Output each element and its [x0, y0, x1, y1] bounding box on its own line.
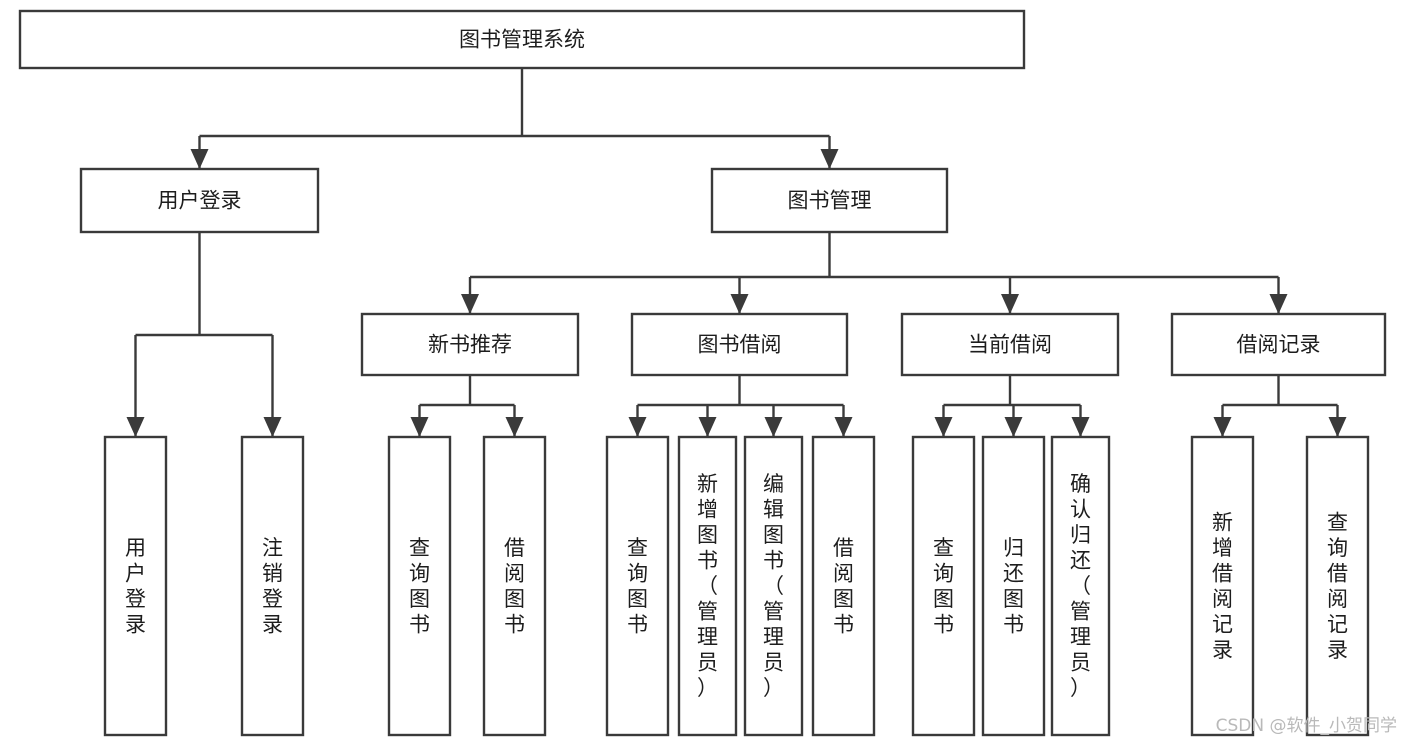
node-leaf-confirm-return[interactable]: 确认归还（管理员）	[1050, 435, 1111, 737]
node-box-leaf-query-record	[1305, 435, 1370, 737]
node-box-root	[18, 9, 1026, 70]
node-leaf-add-book[interactable]: 新增图书（管理员）	[677, 435, 738, 737]
node-box-leaf-return-book	[981, 435, 1046, 737]
node-leaf-return-book[interactable]: 归还图书	[981, 435, 1046, 737]
node-label-leaf-add-record: 新增借阅记录	[1212, 510, 1233, 662]
node-current-borrow[interactable]: 当前借阅	[900, 312, 1120, 377]
node-label-leaf-return-book: 归还图书	[1003, 536, 1024, 637]
node-box-book-management	[710, 167, 949, 234]
node-box-leaf-logout	[240, 435, 305, 737]
node-box-leaf-query-book-bb	[605, 435, 670, 737]
node-new-book-recommend[interactable]: 新书推荐	[360, 312, 580, 377]
node-root[interactable]: 图书管理系统	[18, 9, 1026, 70]
node-box-book-borrow	[630, 312, 849, 377]
node-leaf-query-book-bb[interactable]: 查询图书	[605, 435, 670, 737]
arrow-head-leaf-logout	[263, 417, 282, 437]
node-user-login[interactable]: 用户登录	[79, 167, 320, 234]
node-label-book-management: 图书管理	[788, 189, 872, 213]
arrow-head-leaf-borrow-book-bb	[834, 417, 853, 437]
node-borrow-record[interactable]: 借阅记录	[1170, 312, 1387, 377]
node-label-leaf-logout: 注销登录	[262, 536, 283, 637]
node-label-current-borrow: 当前借阅	[968, 333, 1052, 357]
node-box-leaf-confirm-return	[1050, 435, 1111, 737]
node-label-leaf-query-book-nbr: 查询图书	[409, 536, 430, 637]
arrow-head-book-management	[820, 149, 839, 169]
node-box-leaf-add-record	[1190, 435, 1255, 737]
node-box-borrow-record	[1170, 312, 1387, 377]
node-book-management[interactable]: 图书管理	[710, 167, 949, 234]
node-box-leaf-borrow-book-bb	[811, 435, 876, 737]
node-leaf-add-record[interactable]: 新增借阅记录	[1190, 435, 1255, 737]
arrow-head-borrow-record	[1269, 294, 1288, 314]
node-label-user-login: 用户登录	[158, 189, 242, 213]
node-box-user-login	[79, 167, 320, 234]
node-label-leaf-query-book-bb: 查询图书	[627, 536, 648, 637]
node-box-leaf-borrow-book-nbr	[482, 435, 547, 737]
node-leaf-query-book-cb[interactable]: 查询图书	[911, 435, 976, 737]
node-label-leaf-query-book-cb: 查询图书	[933, 536, 954, 637]
node-box-leaf-edit-book	[743, 435, 804, 737]
node-leaf-borrow-book-nbr[interactable]: 借阅图书	[482, 435, 547, 737]
node-leaf-query-record[interactable]: 查询借阅记录	[1305, 435, 1370, 737]
arrow-head-leaf-query-book-cb	[934, 417, 953, 437]
arrow-head-leaf-query-book-nbr	[410, 417, 429, 437]
node-box-leaf-query-book-cb	[911, 435, 976, 737]
arrow-head-leaf-user-login	[126, 417, 145, 437]
node-label-leaf-borrow-book-bb: 借阅图书	[833, 536, 854, 637]
node-leaf-user-login[interactable]: 用户登录	[103, 435, 168, 737]
arrow-head-leaf-edit-book	[764, 417, 783, 437]
node-label-borrow-record: 借阅记录	[1237, 333, 1321, 357]
arrow-head-current-borrow	[1001, 294, 1019, 314]
node-leaf-edit-book[interactable]: 编辑图书（管理员）	[743, 435, 804, 737]
node-leaf-query-book-nbr[interactable]: 查询图书	[387, 435, 452, 737]
arrow-head-new-book-recommend	[461, 294, 479, 314]
node-label-leaf-confirm-return: 确认归还（管理员）	[1070, 472, 1091, 700]
node-box-leaf-add-book	[677, 435, 738, 737]
arrow-head-leaf-query-book-bb	[628, 417, 647, 437]
arrow-head-book-borrow	[730, 294, 749, 314]
arrow-head-leaf-return-book	[1004, 417, 1023, 437]
node-box-leaf-user-login	[103, 435, 168, 737]
node-box-current-borrow	[900, 312, 1120, 377]
arrow-head-leaf-add-book	[698, 417, 717, 437]
arrow-head-leaf-query-record	[1328, 417, 1347, 437]
node-label-leaf-query-record: 查询借阅记录	[1327, 510, 1348, 662]
node-label-leaf-user-login: 用户登录	[125, 536, 146, 637]
arrow-head-leaf-add-record	[1213, 417, 1232, 437]
arrow-head-leaf-confirm-return	[1071, 417, 1090, 437]
node-label-root: 图书管理系统	[459, 28, 585, 52]
node-label-leaf-add-book: 新增图书（管理员）	[697, 472, 718, 700]
node-label-leaf-borrow-book-nbr: 借阅图书	[504, 536, 525, 637]
node-label-new-book-recommend: 新书推荐	[428, 333, 512, 357]
nodes-layer: 图书管理系统用户登录图书管理新书推荐图书借阅当前借阅借阅记录用户登录注销登录查询…	[18, 9, 1387, 737]
node-label-book-borrow: 图书借阅	[698, 333, 782, 357]
node-book-borrow[interactable]: 图书借阅	[630, 312, 849, 377]
connectors-layer	[126, 68, 1347, 437]
node-leaf-logout[interactable]: 注销登录	[240, 435, 305, 737]
arrow-head-leaf-borrow-book-nbr	[505, 417, 524, 437]
watermark-label: CSDN @软件_小贺同学	[1216, 716, 1397, 736]
arrow-head-user-login	[190, 149, 209, 169]
node-box-leaf-query-book-nbr	[387, 435, 452, 737]
node-label-leaf-edit-book: 编辑图书（管理员）	[763, 472, 784, 700]
node-leaf-borrow-book-bb[interactable]: 借阅图书	[811, 435, 876, 737]
node-box-new-book-recommend	[360, 312, 580, 377]
